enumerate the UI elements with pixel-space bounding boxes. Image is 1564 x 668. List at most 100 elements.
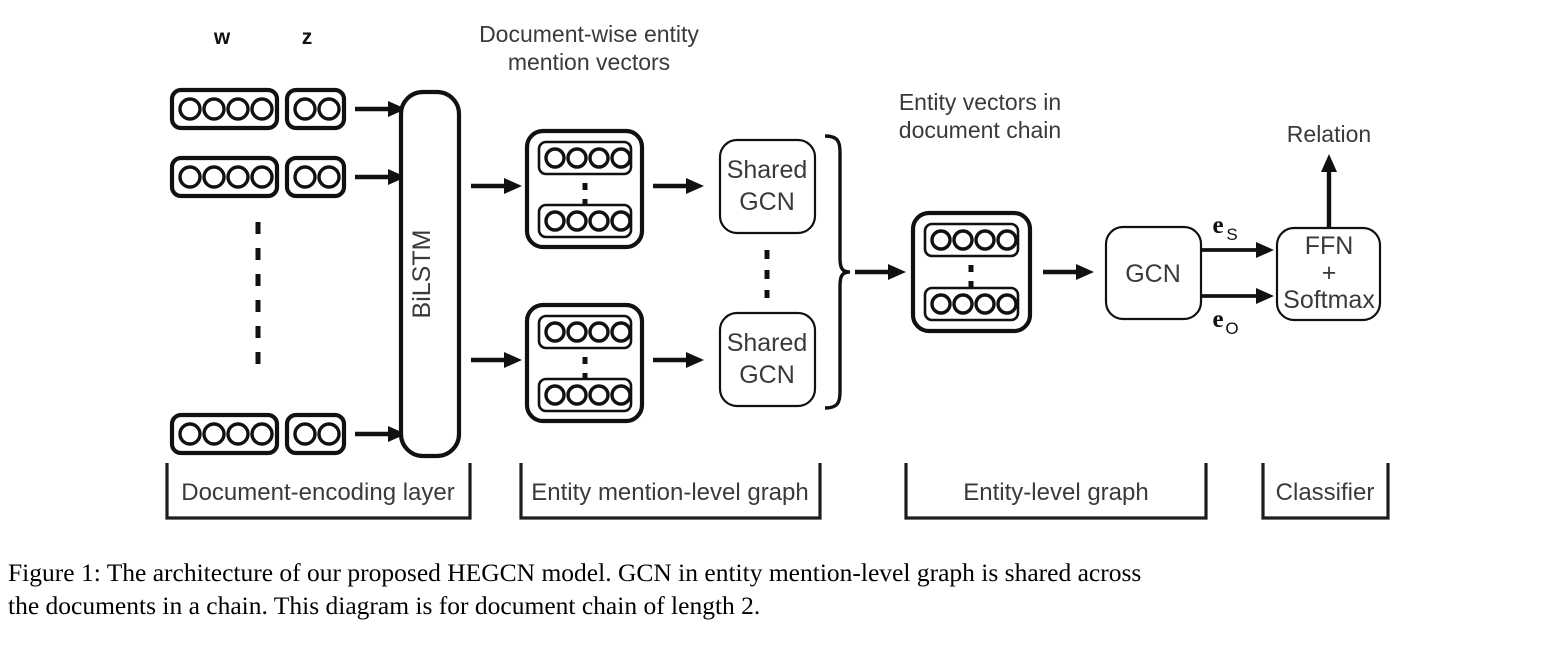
shared-gcn-label-line1: Shared: [727, 156, 808, 184]
vector-unit: [588, 384, 610, 406]
vector-unit: [178, 97, 202, 121]
input-header-w: w: [213, 26, 231, 49]
vector-unit: [226, 165, 250, 189]
arrow-entity-vectors-to-gcn: [1043, 264, 1094, 280]
vector-unit: [544, 147, 566, 169]
stage-bracket: Entity-level graph: [904, 463, 1208, 520]
vector-unit: [178, 165, 202, 189]
arrow-bilstm-to-mention-top: [471, 178, 522, 194]
vector-unit: [996, 293, 1018, 315]
bilstm-label: BiLSTM: [408, 230, 436, 319]
vector-unit: [930, 293, 952, 315]
input-header-z: z: [302, 26, 313, 49]
object-embedding-label: e: [1212, 306, 1223, 333]
vector-unit: [293, 422, 317, 446]
mention-vector-box: [524, 302, 645, 424]
stage-bracket-label: Entity mention-level graph: [531, 479, 808, 506]
caption-line-2: the documents in a chain. This diagram i…: [8, 591, 761, 620]
stage-bracket-shape: [519, 463, 822, 520]
caption-line-1: Figure 1: The architecture of our propos…: [8, 558, 1142, 587]
stage-bracket: Classifier: [1261, 463, 1390, 520]
arrow-brace-to-entity-vectors: [855, 264, 906, 280]
vector-unit: [610, 147, 632, 169]
vector-unit: [178, 422, 202, 446]
vector-unit: [293, 165, 317, 189]
vector-unit: [588, 210, 610, 232]
vector-unit: [930, 229, 952, 251]
shared-gcn-group-brace: [824, 134, 851, 410]
object-embedding-subscript: O: [1225, 319, 1238, 338]
bilstm-box: [398, 89, 462, 459]
gcn-label: GCN: [1125, 260, 1181, 288]
vector-unit: [202, 97, 226, 121]
entity-vectors-note-line2: document chain: [899, 117, 1061, 143]
arrow-mention-to-sharedgcn-top: [653, 178, 704, 194]
vector-unit: [996, 229, 1018, 251]
classifier-box: FFN + Softmax: [1275, 226, 1382, 322]
vector-unit: [317, 97, 341, 121]
vector-unit: [226, 422, 250, 446]
input-row: [169, 87, 406, 131]
subject-embedding-subscript: S: [1226, 225, 1237, 244]
gcn-box: GCN: [1104, 225, 1203, 321]
vector-unit: [610, 384, 632, 406]
mention-vector-box: [524, 128, 645, 250]
vector-unit: [293, 97, 317, 121]
arrow-bilstm-to-mention-bottom: [471, 352, 522, 368]
shared-gcn-box: Shared GCN: [718, 138, 817, 235]
mention-vectors-note-line2: mention vectors: [508, 49, 670, 75]
vector-unit: [952, 293, 974, 315]
shared-gcn-rect: [718, 311, 817, 408]
ffn-label: FFN: [1305, 232, 1354, 260]
subject-embedding-label: e: [1212, 212, 1223, 239]
vector-unit: [566, 210, 588, 232]
arrow-subject-embedding: [1201, 242, 1274, 258]
arrow-input-to-bilstm: [355, 169, 406, 185]
stage-bracket-shape: [1261, 463, 1390, 520]
stage-bracket-label: Document-encoding layer: [181, 479, 454, 506]
vector-unit: [588, 321, 610, 343]
stage-bracket-shape: [904, 463, 1208, 520]
vector-unit: [566, 384, 588, 406]
stage-bracket: Document-encoding layer: [165, 463, 472, 520]
vector-unit: [544, 321, 566, 343]
stage-bracket-label: Entity-level graph: [963, 479, 1148, 506]
vector-unit: [588, 147, 610, 169]
vector-unit: [544, 210, 566, 232]
entity-vectors-note-line1: Entity vectors in: [899, 89, 1061, 115]
arrow-relation-output: [1321, 154, 1337, 228]
arrow-object-embedding: [1201, 288, 1274, 304]
vector-unit: [250, 97, 274, 121]
relation-output-label: Relation: [1287, 121, 1371, 147]
vector-unit: [610, 210, 632, 232]
vector-unit: [610, 321, 632, 343]
softmax-label: Softmax: [1283, 286, 1375, 314]
arrow-input-to-bilstm: [355, 101, 406, 117]
vector-unit: [974, 229, 996, 251]
vector-unit: [317, 422, 341, 446]
vector-unit: [226, 97, 250, 121]
entity-vector-box: [910, 210, 1033, 334]
vector-unit: [250, 165, 274, 189]
input-row: [169, 155, 406, 199]
vector-unit: [566, 321, 588, 343]
shared-gcn-label-line1: Shared: [727, 329, 808, 357]
shared-gcn-label-line2: GCN: [739, 188, 795, 216]
stage-bracket-shape: [165, 463, 472, 520]
vector-unit: [952, 229, 974, 251]
architecture-diagram: w z: [165, 21, 1390, 520]
vector-unit: [202, 165, 226, 189]
shared-gcn-label-line2: GCN: [739, 361, 795, 389]
vector-unit: [317, 165, 341, 189]
plus-label: +: [1322, 259, 1337, 287]
figure-caption: Figure 1: The architecture of our propos…: [8, 556, 1556, 622]
vector-unit: [250, 422, 274, 446]
shared-gcn-box: Shared GCN: [718, 311, 817, 408]
mention-vectors-note-line1: Document-wise entity: [479, 21, 699, 47]
vector-unit: [202, 422, 226, 446]
vector-unit: [974, 293, 996, 315]
gcn-rect: [1104, 225, 1203, 321]
arrow-mention-to-sharedgcn-bottom: [653, 352, 704, 368]
arrow-input-to-bilstm: [355, 426, 406, 442]
